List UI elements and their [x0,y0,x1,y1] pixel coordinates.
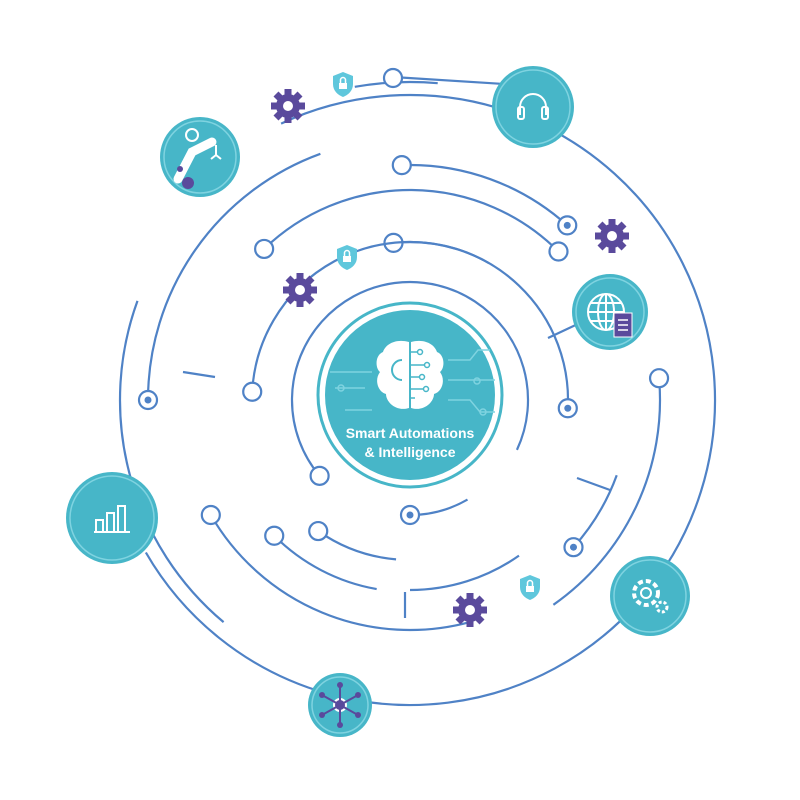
node-dot-center [144,396,152,404]
ring-arc [209,514,470,632]
connector [182,370,216,379]
node-dot [254,238,275,260]
node-dot-center [563,221,571,229]
center-title-line2: & Intelligence [364,444,456,460]
node-dot [548,241,569,262]
network-hub-icon [319,682,361,728]
node-dot [200,504,221,526]
ring-lines [118,67,717,707]
gear-icon [271,89,305,123]
center-title: Smart Automations & Intelligence [320,424,500,462]
ring-arc [290,280,530,477]
node-dot-center [564,404,572,412]
shield-lock-icon [333,72,353,97]
node-dot [382,67,404,89]
center-hub [316,301,504,489]
connector [576,476,611,492]
node-dot-center [406,511,414,519]
ring-arc [409,554,520,592]
ring-arc [263,188,560,253]
ring-arc [273,534,377,591]
node-dot [308,520,329,542]
node-settings-gear [610,556,690,636]
gear-icon [453,593,487,627]
node-globe-document [572,274,648,350]
node-dot [391,155,412,176]
ring-arc [317,530,397,561]
connector [392,75,521,87]
node-network-hub [308,673,372,737]
ring-arc [552,378,662,606]
node-dot [648,368,670,389]
robot-arm-icon [173,128,222,189]
ring-arc [572,474,618,548]
brain-circuit-icon [376,340,444,409]
decorations [271,72,629,627]
node-bar-chart [66,472,158,564]
shield-lock-icon [520,575,540,600]
node-headphones [492,66,574,148]
ring-arc [401,163,568,227]
ring-arc [251,240,490,392]
node-dot [264,525,285,546]
node-dot [242,381,263,402]
headphones-icon [517,93,549,120]
ring-arc [118,300,225,623]
gear-icon [595,219,629,253]
ring-arc [146,152,321,401]
center-title-line1: Smart Automations [345,425,475,441]
circuit-traces [330,349,495,416]
globe-document-icon [587,293,633,338]
shield-lock-icon [337,245,357,270]
settings-gear-icon [632,579,669,614]
node-dot-center [569,543,577,551]
node-dot [309,465,330,486]
bar-chart-icon [94,505,130,533]
node-robot-arm [160,117,240,197]
gear-icon [283,273,317,307]
